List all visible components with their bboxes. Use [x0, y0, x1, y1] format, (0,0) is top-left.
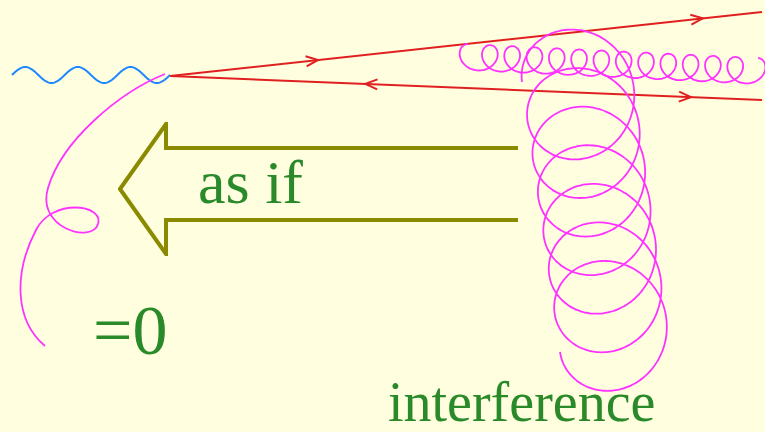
- as-if-arrow: as if: [118, 122, 520, 256]
- fermion-arrowhead: [690, 15, 702, 25]
- gluon-line: [460, 44, 765, 83]
- fermion-arrowhead: [365, 79, 377, 89]
- photon-line: [12, 67, 170, 83]
- fermion-arrowhead: [679, 92, 691, 102]
- fermion-arrowhead: [306, 56, 318, 66]
- arrow-label: as if: [198, 148, 303, 216]
- soft-gluon-bundle: [522, 30, 667, 391]
- arrow-outline: [118, 122, 520, 256]
- arrow-shape: [120, 124, 518, 254]
- interference-label: interference: [388, 374, 655, 430]
- equals-zero: =0: [93, 296, 167, 366]
